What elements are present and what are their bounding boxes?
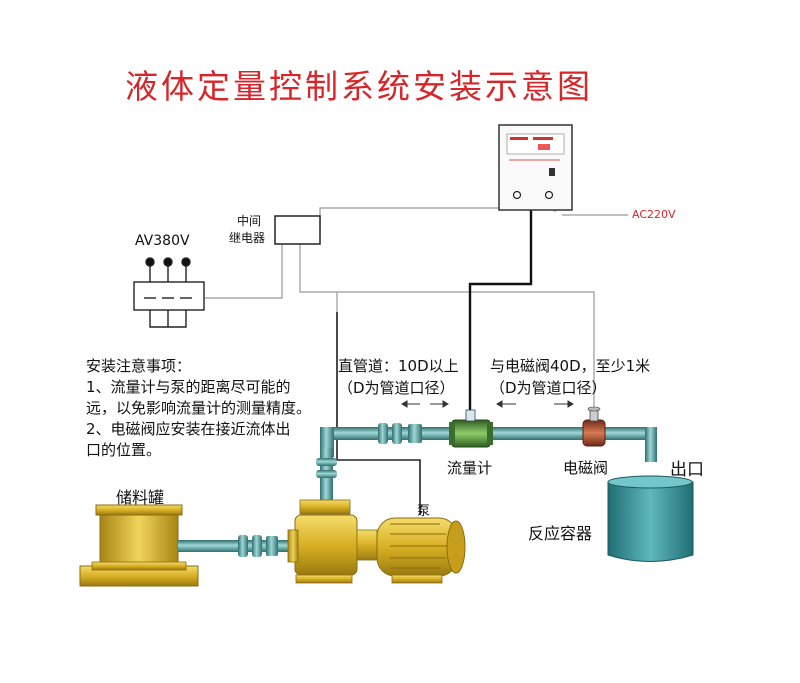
- relay-box: [274, 215, 321, 245]
- flowmeter-device: [449, 409, 493, 448]
- relay-label-line2: 继电器: [229, 231, 266, 245]
- storage-tank-label: 储料罐: [116, 488, 165, 507]
- installation-notes: 安装注意事项： 1、流量计与泵的距离尽可能的 远，以免影响流量计的测量精度。 2…: [86, 356, 311, 461]
- pump-device: [287, 499, 466, 584]
- wiring: [205, 207, 628, 515]
- valve-distance-label: 与电磁阀40D，至少1米: [490, 357, 651, 375]
- note-item-2-line1: 2、电磁阀应安装在接近流体出: [86, 420, 291, 438]
- note-item-1-line1: 1、流量计与泵的距离尽可能的: [86, 378, 291, 396]
- flowmeter-label: 流量计: [447, 459, 493, 477]
- valve-distance-note: （D为管道口径）: [490, 379, 607, 397]
- power-ac-label: AC220V: [632, 208, 676, 221]
- relay-label-line1: 中间: [237, 214, 262, 228]
- note-item-2-line2: 口的位置。: [86, 441, 162, 459]
- controller-box: [498, 124, 573, 211]
- storage-tank: [79, 504, 199, 587]
- inlet-pipeline: [178, 535, 296, 557]
- power-av-label: AV380V: [135, 233, 190, 249]
- straight-pipe-label: 直管道：10D以上: [338, 357, 459, 375]
- notes-heading: 安装注意事项：: [86, 357, 192, 375]
- pump-label: 泵: [417, 504, 431, 519]
- dimension-arrows: [401, 400, 574, 408]
- reaction-vessel-label: 反应容器: [528, 524, 593, 543]
- note-item-1-line2: 远，以免影响流量计的测量精度。: [86, 399, 312, 417]
- outlet-label: 出口: [670, 460, 704, 480]
- diagram-title: 液体定量控制系统安装示意图: [125, 67, 593, 106]
- reaction-vessel: [607, 475, 694, 562]
- straight-pipe-note: （D为管道口径）: [338, 379, 455, 397]
- solenoid-valve-device: [582, 406, 606, 447]
- power-switch: [133, 257, 205, 328]
- solenoid-valve-label: 电磁阀: [563, 459, 609, 477]
